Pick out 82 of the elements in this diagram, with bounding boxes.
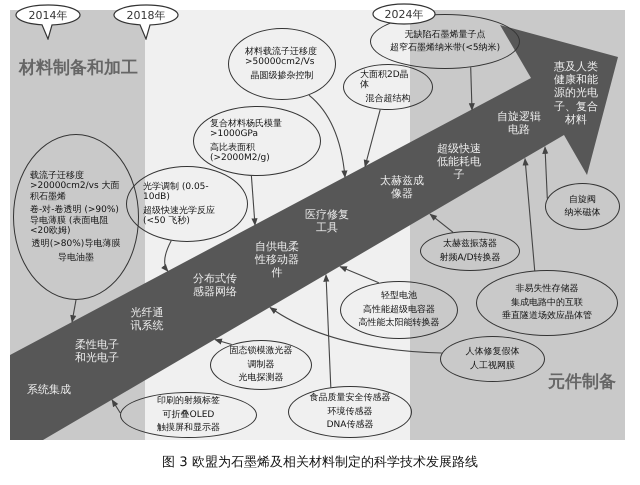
bubble-text: 人工视网膜 <box>470 360 515 371</box>
oval-bubble <box>228 28 336 100</box>
bubble-text: 超级快速光学反应 (<50 飞秒) <box>143 206 216 226</box>
oval-bubble <box>193 106 321 176</box>
oval-bubble <box>476 270 618 336</box>
bubble-text: 卷-对-卷透明 (>90%)导电薄膜 (表面电阻<20欧姆) <box>30 205 120 236</box>
bubble-text: 触摸屏和显示器 <box>157 423 220 434</box>
arrow <box>364 110 381 168</box>
bubble-text: 大面积2D晶体 <box>360 70 410 91</box>
milestone-label: 自供电柔性移动器件 <box>254 240 300 280</box>
bubble-text: 高性能太阳能转换器 <box>358 318 440 329</box>
milestone-label: 太赫兹成像器 <box>379 174 425 200</box>
milestone-label: 惠及人类健康和能源的光电子、复合材料 <box>553 60 599 126</box>
oval-bubble <box>120 392 257 438</box>
bubble-text: 垂直隧道场效应晶体管 <box>502 311 592 322</box>
speech-bubble <box>15 4 81 40</box>
bubble-text: 人体修复假体 <box>466 347 520 358</box>
figure-caption: 图 3 欧盟为石墨烯及相关材料制定的科学技术发展路线 <box>161 455 479 471</box>
bubble-text: 调制器 <box>248 360 274 370</box>
bubble-text: 固态锁模激光器 <box>230 346 292 357</box>
arrow <box>70 300 77 323</box>
oval-bubble <box>13 134 139 300</box>
milestone-label: 系统集成 <box>26 383 72 396</box>
bubble-text: 纳米磁体 <box>564 208 600 218</box>
oval-bubble <box>340 281 458 339</box>
milestone-label: 柔性电子和光电子 <box>74 338 120 364</box>
arrow <box>308 94 348 178</box>
bubble-text: 超窄石墨烯纳米带(<5纳米) <box>390 43 500 54</box>
roadmap-arrow <box>10 25 618 440</box>
bubble-text: 印刷的射频标签 <box>157 396 220 407</box>
bubble-text: 晶圆级掺杂控制 <box>250 70 314 82</box>
bubble-text: 射频A/D转换器 <box>439 252 501 263</box>
arrow <box>161 240 172 272</box>
arrow <box>468 67 475 111</box>
milestone-label: 超级快速低能耗电子 <box>436 142 482 182</box>
bubble-text: 轻型电池 <box>381 291 417 302</box>
speech-bubble <box>113 4 179 40</box>
arrow <box>339 266 380 284</box>
bubble-text: 自旋阀 <box>569 194 596 205</box>
milestone-label: 医疗修复工具 <box>304 208 350 234</box>
bubble-text: 太赫兹振荡器 <box>443 239 497 250</box>
arrow <box>112 399 121 414</box>
oval-bubble <box>126 166 248 242</box>
bubble-text: DNA传感器 <box>326 420 374 431</box>
bubble-text: 无缺陷石墨烯量子点 <box>404 30 486 40</box>
oval-bubble <box>343 64 433 110</box>
oval-bubble <box>440 336 545 382</box>
oval-bubble <box>420 231 520 271</box>
arrow <box>214 338 232 346</box>
bubble-text: 高性能超级电容器 <box>363 304 435 316</box>
bubble-text: 光学调制 (0.05-10dB) <box>143 182 210 202</box>
bubble-text: 高比表面积 (>2000M2/g) <box>210 142 271 164</box>
band-title: 元件制备 <box>547 372 617 392</box>
bubble-text: 载流子迁移度 >20000cm2/vs 大面积石墨烯 <box>30 171 121 202</box>
year-label: 2014年 <box>28 8 68 23</box>
oval-bubble <box>288 386 412 438</box>
bubble-text: 光电探测器 <box>238 373 284 384</box>
bubble-text: 环境传感器 <box>328 406 372 418</box>
milestone-label: 自旋逻辑电路 <box>496 110 542 136</box>
bubble-text: 复合材料杨氏模量 >1000GPa <box>210 118 283 140</box>
arrow <box>250 176 258 226</box>
bubble-text: 导电油墨 <box>58 252 94 263</box>
arrow <box>542 146 548 199</box>
milestone-label: 分布式传感器网络 <box>192 272 238 298</box>
band-title: 材料制备和加工 <box>18 58 139 78</box>
milestone-label: 光纤通讯系统 <box>130 306 164 332</box>
bubble-text: 材料载流子迁移度 >50000cm2/Vs <box>245 46 318 68</box>
bubble-text: 可折叠OLED <box>162 410 214 420</box>
year-label: 2024年 <box>384 7 424 22</box>
bubble-text: 透明(>80%)导电薄膜 <box>32 239 120 250</box>
arrow <box>522 158 536 271</box>
bubble-text: 食品质量安全传感器 <box>310 393 390 404</box>
arrow <box>269 307 442 354</box>
oval-bubble <box>545 183 620 230</box>
bubble-text: 混合超结构 <box>366 94 410 104</box>
speech-bubble <box>372 3 436 25</box>
oval-bubble <box>210 340 312 390</box>
bubble-text: 集成电路中的互联 <box>511 298 583 308</box>
arrow <box>323 274 332 388</box>
bubble-text: 非易失性存储器 <box>516 284 578 295</box>
year-label: 2018年 <box>126 8 166 23</box>
arrow <box>429 214 454 233</box>
